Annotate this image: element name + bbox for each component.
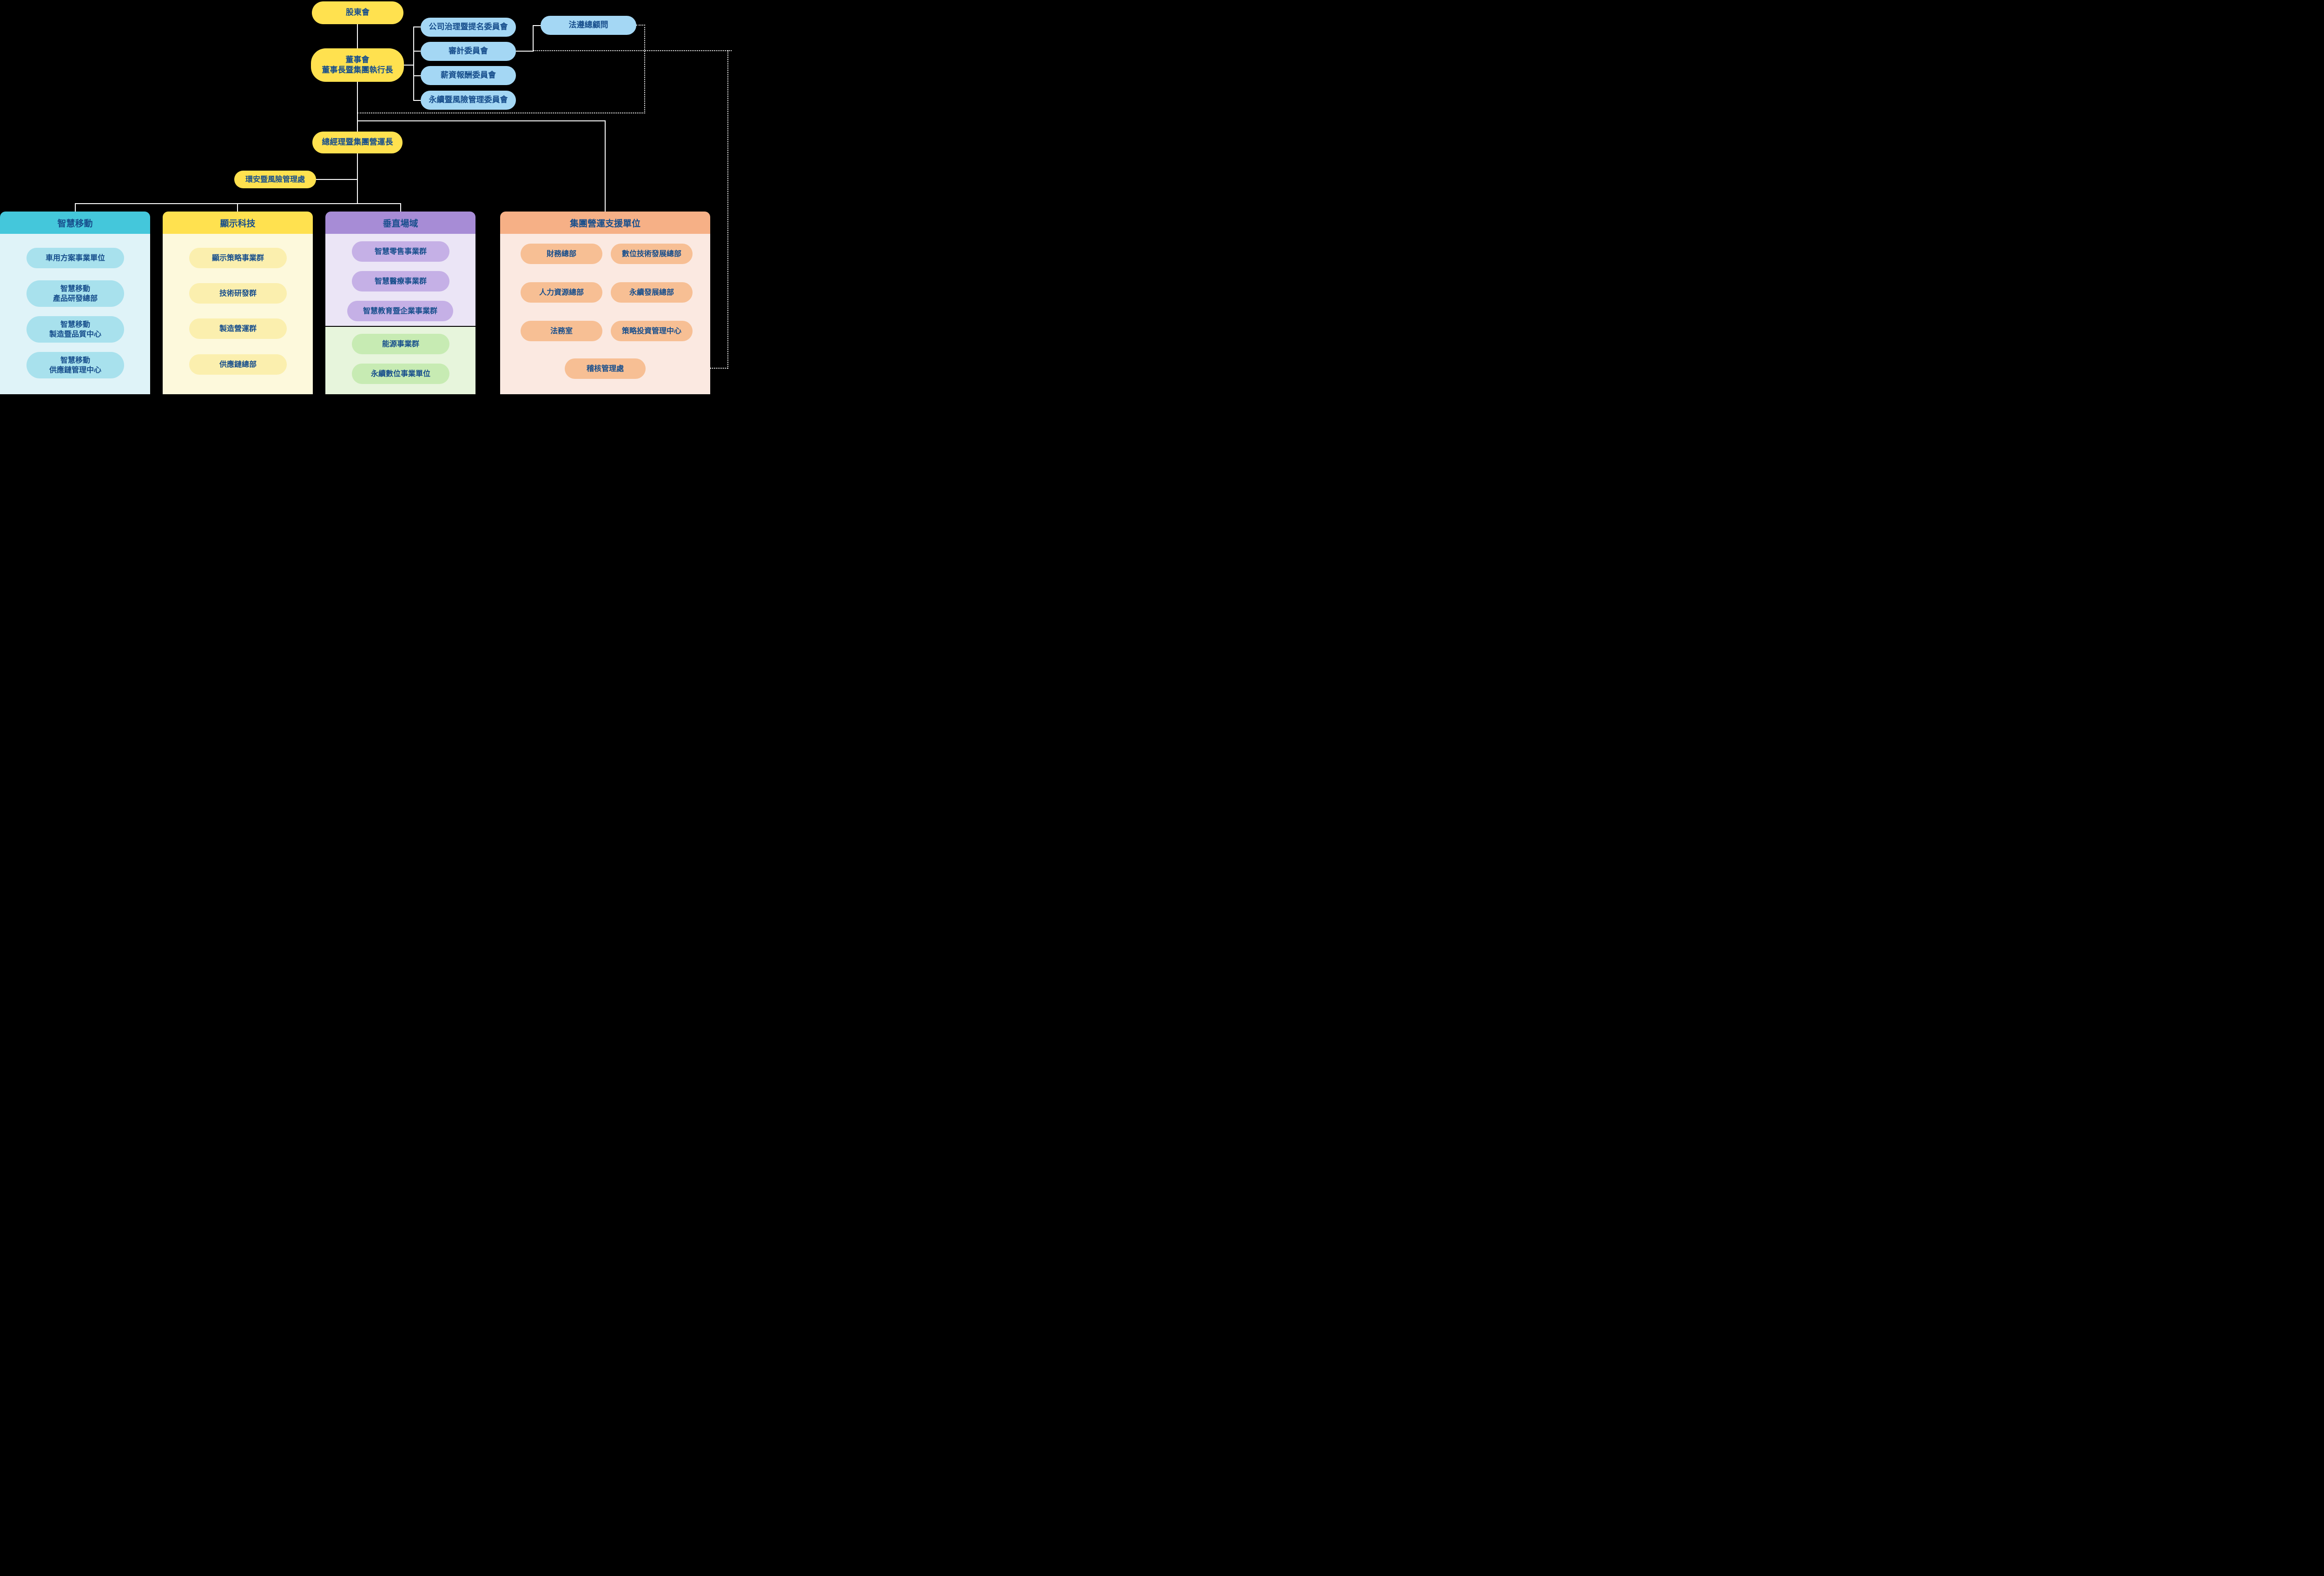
connector-drop-col1 <box>75 203 76 212</box>
connector-drop-col3 <box>400 203 401 212</box>
node-hr-hq: 人力資源總部 <box>521 282 602 303</box>
node-label: 數位技術發展總部 <box>621 249 681 258</box>
node-label: 智慧移動 <box>60 355 90 364</box>
column-title: 垂直場域 <box>383 218 418 229</box>
connector-stub-sustainability <box>413 100 421 101</box>
node-label: 能源事業群 <box>382 339 419 348</box>
node-label: 製造暨品質中心 <box>49 329 101 338</box>
ehs-label: 環安暨風險管理處 <box>245 174 305 184</box>
node-smart-edu-enterprise-bg: 智慧教育暨企業事業群 <box>347 301 453 321</box>
connector-to-support-v <box>605 120 606 212</box>
node-display-strategy-bg: 顯示策略事業群 <box>189 248 287 268</box>
connector-committee-bracket <box>413 26 414 101</box>
node-board-label-line1: 董事會 <box>345 55 370 65</box>
node-sustainability-hq: 永續發展總部 <box>611 282 693 303</box>
node-label: 財務總部 <box>546 249 576 258</box>
node-chief-compliance-counsel: 法遵總顧問 <box>541 16 636 35</box>
node-mfg-ops-group: 製造營運群 <box>189 318 287 339</box>
column-vertical-domains: 垂直場域 智慧零售事業群 智慧醫療事業群 智慧教育暨企業事業群 能源事業群 永續… <box>325 212 475 394</box>
node-shareholders-label: 股東會 <box>346 8 370 18</box>
connector-stub-audit <box>413 51 421 52</box>
committee-label: 薪資報酬委員會 <box>441 71 496 80</box>
node-label: 產品研發總部 <box>53 293 98 303</box>
connector-coo-down <box>357 153 358 204</box>
node-label: 智慧醫療事業群 <box>374 276 427 285</box>
node-label: 技術研發群 <box>219 288 257 298</box>
node-sm-supply-chain-center: 智慧移動 供應鏈管理中心 <box>26 352 124 378</box>
node-shareholders-meeting: 股東會 <box>312 1 403 24</box>
node-energy-bg: 能源事業群 <box>352 334 449 354</box>
dotted-compliance-right <box>636 25 645 26</box>
connector-to-support-h <box>357 120 606 121</box>
column-title: 顯示科技 <box>220 218 256 229</box>
node-compensation-committee: 薪資報酬委員會 <box>421 66 516 85</box>
committee-label: 公司治理暨提名委員會 <box>429 22 508 32</box>
node-automotive-solutions-bu: 車用方案事業單位 <box>26 248 124 268</box>
node-label: 智慧零售事業群 <box>374 246 427 256</box>
connector-stub-compensation <box>413 75 421 76</box>
node-label: 顯示策略事業群 <box>211 253 264 262</box>
org-chart: 股東會 董事會 董事長暨集團執行長 公司治理暨提名委員會 審計委員會 薪資報酬委… <box>0 0 732 394</box>
node-legal-office: 法務室 <box>521 321 602 341</box>
node-audit-office: 稽核管理處 <box>565 358 646 379</box>
node-sm-mfg-quality-center: 智慧移動 製造暨品質中心 <box>26 316 124 343</box>
connector-stub-governance <box>413 26 421 27</box>
node-supply-chain-hq: 供應鏈總部 <box>189 354 287 375</box>
connector-shareholders-board <box>357 24 358 49</box>
connector-distributor <box>75 203 401 204</box>
node-label: 策略投資管理中心 <box>621 326 681 335</box>
node-strategic-investment-center: 策略投資管理中心 <box>611 321 693 341</box>
node-president-group-coo: 總經理暨集團營運長 <box>312 132 403 153</box>
dotted-compliance-down <box>644 25 645 113</box>
node-label: 製造營運群 <box>219 324 257 333</box>
column-smart-mobility-header: 智慧移動 <box>0 212 150 234</box>
node-label: 永續發展總部 <box>629 287 674 297</box>
committee-label: 審計委員會 <box>449 46 488 56</box>
node-tech-rd-group: 技術研發群 <box>189 283 287 304</box>
connector-audit-elbow-v <box>533 25 534 52</box>
node-board-label-line2: 董事長暨集團執行長 <box>322 66 393 75</box>
column-title: 集團營運支援單位 <box>569 218 640 229</box>
node-ehs-risk-management: 環安暨風險管理處 <box>234 171 316 188</box>
dotted-audit-edge-down <box>727 50 728 369</box>
column-display-technology: 顯示科技 顯示策略事業群 技術研發群 製造營運群 供應鏈總部 <box>163 212 313 394</box>
node-governance-nomination-committee: 公司治理暨提名委員會 <box>421 18 516 37</box>
node-label: 供應鏈總部 <box>219 359 257 369</box>
column-group-support: 集團營運支援單位 財務總部 數位技術發展總部 人力資源總部 永續發展總部 法務室… <box>500 212 710 394</box>
node-smart-retail-bg: 智慧零售事業群 <box>352 241 449 262</box>
committee-label: 永續暨風險管理委員會 <box>429 95 508 105</box>
column-title: 智慧移動 <box>57 218 93 229</box>
coo-label: 總經理暨集團營運長 <box>322 138 393 147</box>
node-smart-medical-bg: 智慧醫療事業群 <box>352 271 449 291</box>
connector-ehs <box>316 179 357 180</box>
node-board-of-directors: 董事會 董事長暨集團執行長 <box>311 48 404 82</box>
node-digital-tech-hq: 數位技術發展總部 <box>611 244 693 264</box>
connector-audit-elbow-h <box>516 51 534 52</box>
node-sustainable-digital-bu: 永續數位事業單位 <box>352 364 449 384</box>
column-display-technology-header: 顯示科技 <box>163 212 313 234</box>
node-label: 法務室 <box>550 326 573 335</box>
node-label: 永續數位事業單位 <box>370 369 430 378</box>
column-group-support-header: 集團營運支援單位 <box>500 212 710 234</box>
node-sm-product-rd-hq: 智慧移動 產品研發總部 <box>26 280 124 307</box>
connector-drop-col2 <box>237 203 238 212</box>
connector-board-committees <box>404 65 414 66</box>
node-label: 供應鏈管理中心 <box>49 365 101 374</box>
compliance-label: 法遵總顧問 <box>568 20 608 30</box>
node-label: 智慧移動 <box>60 319 90 329</box>
node-label: 稽核管理處 <box>586 364 624 373</box>
node-audit-committee: 審計委員會 <box>421 42 516 61</box>
node-label: 車用方案事業單位 <box>45 253 105 262</box>
connector-elbow-compliance <box>533 25 541 26</box>
column-smart-mobility: 智慧移動 車用方案事業單位 智慧移動 產品研發總部 智慧移動 製造暨品質中心 智… <box>0 212 150 394</box>
node-sustainability-risk-committee: 永續暨風險管理委員會 <box>421 91 516 110</box>
column-vertical-domains-header: 垂直場域 <box>325 212 475 234</box>
node-finance-hq: 財務總部 <box>521 244 602 264</box>
node-label: 智慧教育暨企業事業群 <box>363 306 437 315</box>
node-label: 人力資源總部 <box>539 287 584 297</box>
connector-board-coo <box>357 82 358 132</box>
dotted-audit-right <box>534 50 732 51</box>
node-label: 智慧移動 <box>60 284 90 293</box>
